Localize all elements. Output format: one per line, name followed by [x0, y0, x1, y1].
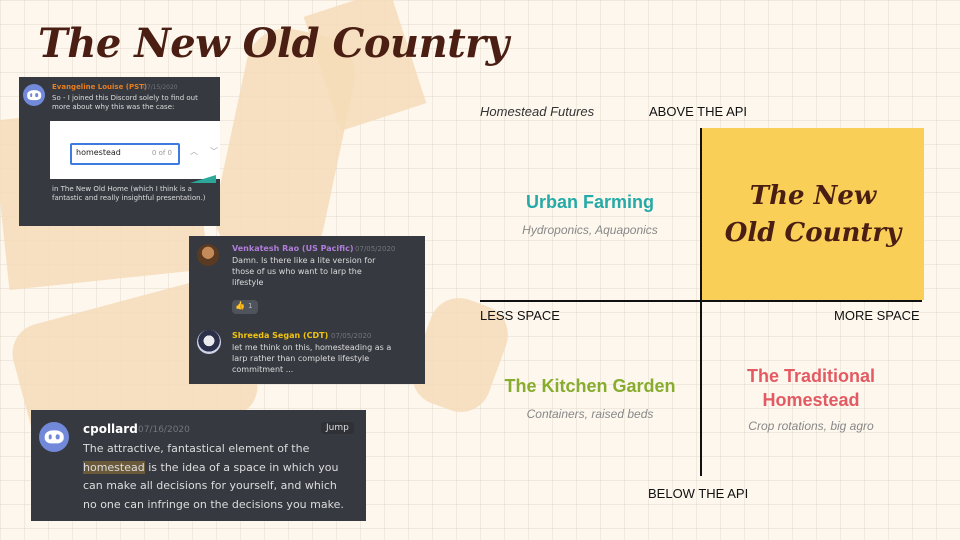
vertical-axis: [700, 128, 702, 476]
highlight-quadrant-title: The New Old Country: [702, 178, 924, 252]
discord-message-card-3: cpollard 07/16/2020 Jump The attractive,…: [31, 410, 366, 521]
quadrant-subtitle-kitchen-garden: Containers, raised beds: [526, 407, 654, 421]
chevron-up-icon[interactable]: ︿: [190, 147, 198, 156]
diagram-corner-label: Homestead Futures: [480, 104, 595, 119]
search-input[interactable]: homestead 0 of 0: [70, 143, 180, 165]
thumbs-up-icon: 👍: [235, 301, 245, 310]
message-text: in The New Old Home (which I think is a …: [52, 185, 206, 203]
avatar: [197, 244, 219, 266]
message-text-start: The attractive, fantastical element of t…: [83, 442, 310, 455]
message-text: Damn. Is there like a lite version for t…: [232, 256, 376, 287]
traditional-title-line-2: Homestead: [762, 390, 860, 410]
quadrant-subtitle-traditional-homestead: Crop rotations, big agro: [748, 419, 874, 433]
avatar: [23, 84, 45, 106]
discord-logo-icon: [27, 90, 41, 100]
jump-button-label: Jump: [326, 423, 349, 433]
axis-label-bottom: BELOW THE API: [648, 486, 749, 501]
highlight-title-line-2: Old Country: [724, 218, 902, 248]
jump-button[interactable]: Jump: [321, 422, 354, 434]
quadrant-title-traditional-homestead: The Traditional Homestead: [716, 364, 906, 412]
message-timestamp: 07/05/2020: [355, 245, 396, 253]
message-author: Shreeda Segan (CDT): [232, 331, 329, 340]
highlight-quadrant: [702, 128, 924, 300]
message-timestamp: 07/05/2020: [331, 332, 372, 340]
reaction-thumbs-up[interactable]: 👍 1: [232, 300, 258, 314]
search-highlight: homestead: [83, 460, 145, 474]
message-text: So - I joined this Discord solely to fin…: [52, 94, 198, 112]
teal-corner-shape: [190, 175, 216, 183]
quadrant-title-kitchen-garden: The Kitchen Garden: [504, 376, 676, 396]
message-author: Venkatesh Rao (US Pacific): [232, 244, 354, 253]
quadrant-title-urban-farming: Urban Farming: [525, 192, 654, 212]
message-text: let me think on this, homesteading as a …: [232, 343, 392, 374]
avatar: [197, 330, 221, 354]
axis-label-right: MORE SPACE: [834, 308, 920, 323]
axis-label-left: LESS SPACE: [480, 308, 560, 323]
avatar: [39, 422, 69, 452]
search-input-value: homestead: [76, 148, 121, 157]
discord-message-card-2: Venkatesh Rao (US Pacific) 07/05/2020 Da…: [189, 236, 425, 384]
message-timestamp: 07/15/2020: [143, 84, 178, 91]
slide-title: The New Old Country: [38, 20, 509, 67]
axis-label-top: ABOVE THE API: [649, 104, 748, 119]
message-author: Evangeline Louise (PST): [52, 83, 148, 91]
discord-logo-icon: [44, 430, 64, 444]
quadrant-subtitle-urban-farming: Hydroponics, Aquaponics: [522, 223, 658, 237]
message-text-end: is the idea of a space in which you can …: [83, 460, 344, 511]
find-bar: homestead 0 of 0 ︿ ﹀: [50, 121, 220, 179]
traditional-title-line-1: The Traditional: [746, 366, 875, 386]
discord-message-card-1: Evangeline Louise (PST) 07/15/2020 So - …: [19, 77, 220, 226]
reaction-count: 1: [248, 302, 253, 310]
search-match-count: 0 of 0: [151, 149, 172, 157]
message-text: The attractive, fantastical element of t…: [83, 440, 353, 514]
message-author: cpollard: [83, 422, 138, 436]
message-timestamp: 07/16/2020: [138, 425, 190, 435]
chevron-down-icon[interactable]: ﹀: [210, 147, 218, 156]
highlight-title-line-1: The New: [749, 181, 877, 211]
